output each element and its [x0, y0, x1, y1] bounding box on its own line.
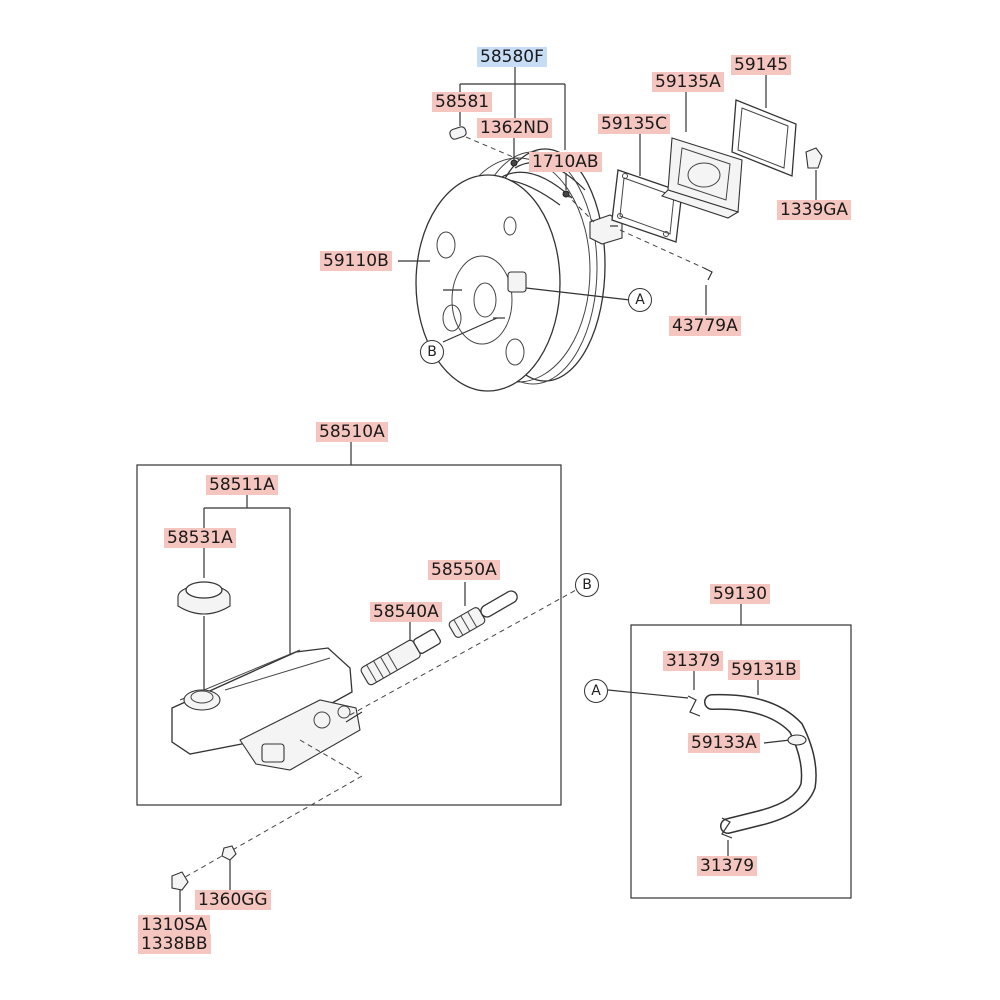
callout-b-booster: B [420, 340, 444, 364]
part-label-gasket-outer[interactable]: 59145 [731, 55, 792, 75]
part-label-pin[interactable]: 58581 [432, 92, 493, 112]
part-label-hose-clamp-lower[interactable]: 31379 [697, 856, 758, 876]
part-label-reservoir[interactable]: 58511A [206, 475, 278, 495]
part-label-washer-bolt[interactable]: 1360GG [195, 890, 271, 910]
part-label-vacuum-hose[interactable]: 59131B [728, 660, 800, 680]
part-label-nut[interactable]: 1339GA [777, 200, 852, 220]
callout-b-master-cylinder: B [575, 573, 599, 597]
part-label-nut-2[interactable]: 1338BB [138, 934, 211, 954]
booster-leaders [398, 66, 817, 343]
assembly-label-booster[interactable]: 58580F [477, 47, 547, 67]
part-label-gasket-inner[interactable]: 59135C [598, 114, 670, 134]
assembly-label-vacuum-hose[interactable]: 59130 [710, 584, 771, 604]
vacuum-hose-drawing [607, 604, 852, 899]
part-label-nut-1[interactable]: 1310SA [138, 915, 210, 935]
part-label-split-pin[interactable]: 43779A [669, 316, 741, 336]
part-label-hose-clip[interactable]: 59133A [688, 733, 760, 753]
master-cylinder-drawing [136, 442, 577, 912]
callout-a-booster: A [628, 288, 652, 312]
part-label-clip[interactable]: 1362ND [477, 118, 553, 138]
part-label-secondary-piston[interactable]: 58540A [370, 602, 442, 622]
part-label-reservoir-cap[interactable]: 58531A [164, 528, 236, 548]
assembly-label-master-cylinder[interactable]: 58510A [316, 422, 388, 442]
part-label-primary-piston[interactable]: 58550A [428, 560, 500, 580]
brake-booster-drawing [415, 99, 823, 392]
callout-a-hose: A [584, 679, 608, 703]
part-label-spacer[interactable]: 59135A [652, 72, 724, 92]
part-label-hose-clamp-upper[interactable]: 31379 [663, 651, 724, 671]
part-label-brake-booster[interactable]: 59110B [320, 251, 392, 271]
part-label-washer[interactable]: 1710AB [529, 152, 602, 172]
